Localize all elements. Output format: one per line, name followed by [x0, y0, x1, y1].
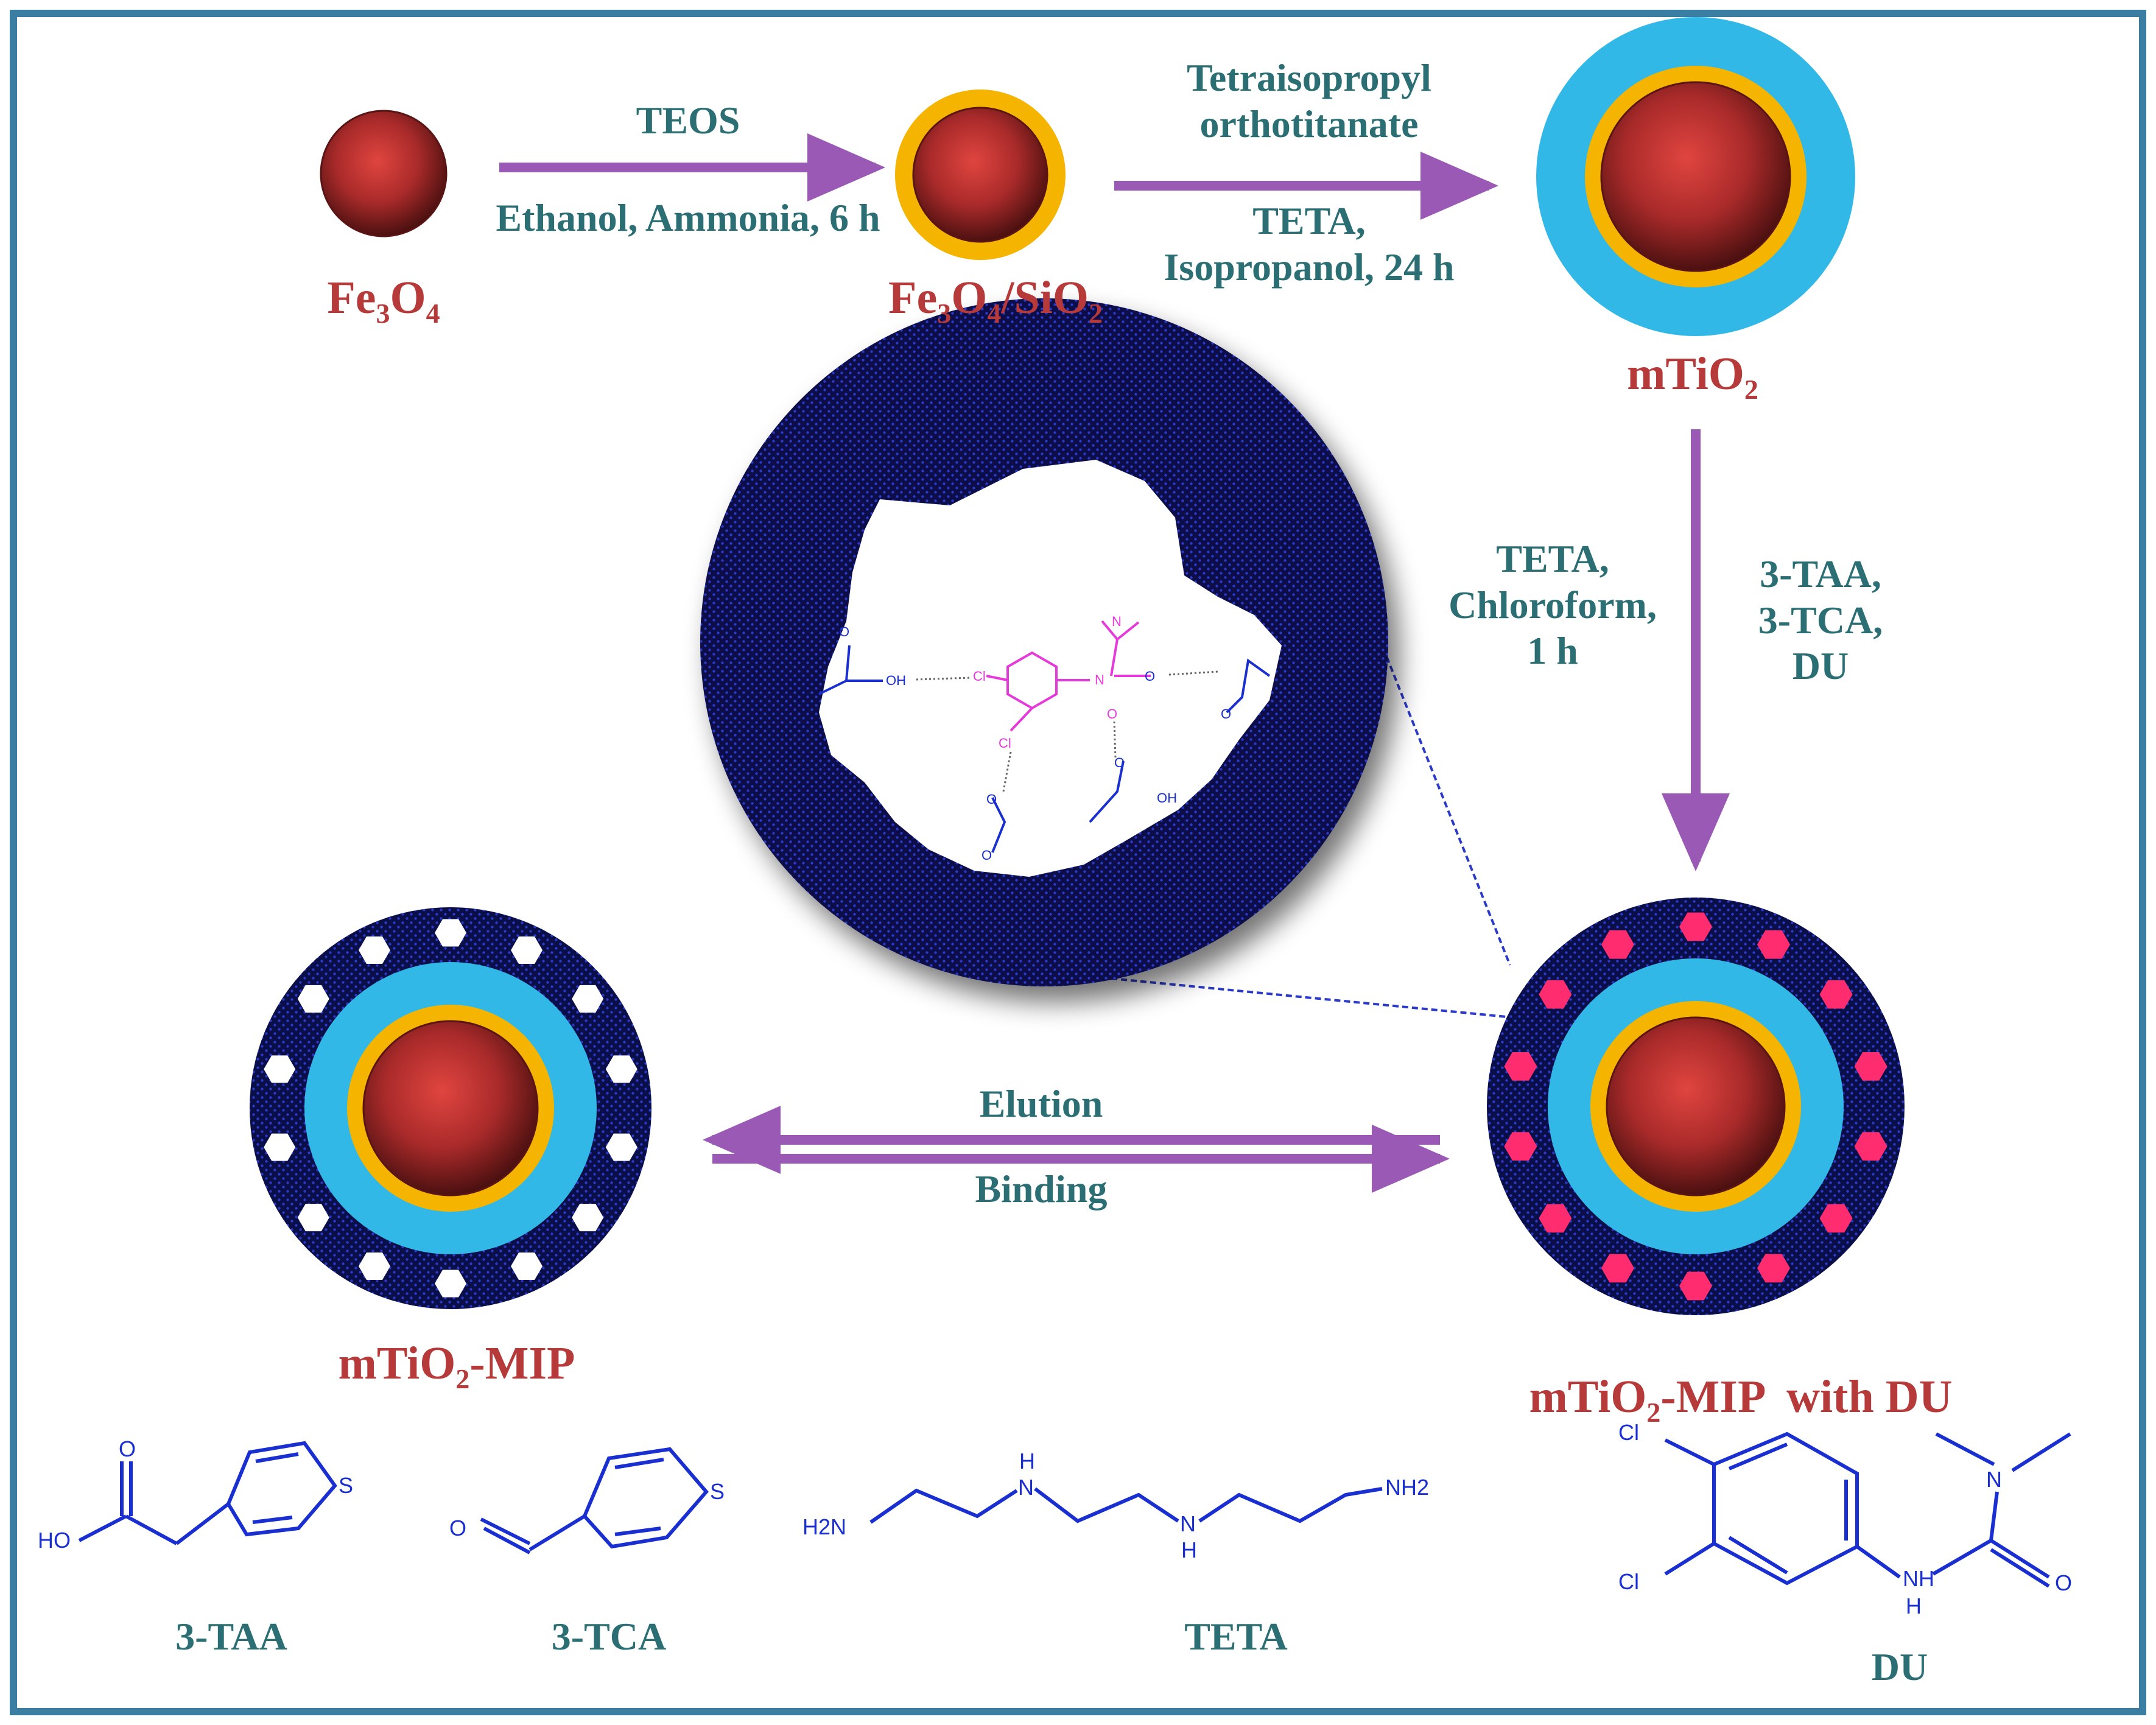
- template-hexagon-icon: [1679, 912, 1712, 941]
- zoom-atom: O: [986, 792, 997, 807]
- caption-teta: TETA: [1184, 1615, 1288, 1658]
- zoom-atom: O: [1107, 706, 1117, 722]
- atom-label: H2N: [802, 1514, 846, 1539]
- cavity-hexagon-icon: [605, 1133, 637, 1161]
- structure-3taa: [78, 1441, 337, 1545]
- template-hexagon-icon: [1601, 930, 1634, 959]
- atom-label: NH2: [1385, 1475, 1429, 1500]
- template-hexagon-icon: [1504, 1132, 1537, 1161]
- template-hexagon-icon: [1854, 1052, 1887, 1081]
- label-mtio2: mTiO2: [1627, 348, 1758, 406]
- cavity-hexagon-icon: [435, 919, 466, 947]
- zoom-atom: N: [1095, 672, 1104, 687]
- zoom-atom: N: [1112, 614, 1122, 629]
- cavity-hexagon-icon: [511, 1252, 543, 1280]
- mtio2-particle: [1536, 17, 1855, 336]
- cavity-hexagon-icon: [297, 985, 329, 1013]
- step3-monomers: 3-TAA,3-TCA,DU: [1758, 552, 1883, 688]
- zoom-guide-line: [1004, 967, 1508, 1018]
- cavity-hexagon-icon: [264, 1133, 296, 1161]
- elution-label: Elution: [979, 1082, 1103, 1125]
- template-hexagon-icon: [1757, 930, 1790, 959]
- atom-label: N: [1018, 1475, 1034, 1500]
- template-hexagon-icon: [1504, 1052, 1537, 1081]
- atom-label: Cl: [1618, 1569, 1639, 1594]
- template-hexagon-icon: [1539, 1204, 1572, 1233]
- label-mip: mTiO2-MIP: [338, 1338, 575, 1395]
- cavity-hexagons: [264, 919, 637, 1298]
- atom-label: N: [1180, 1511, 1196, 1536]
- cavity-hexagon-icon: [359, 936, 390, 964]
- step1-conditions: Ethanol, Ammonia, 6 h: [496, 196, 880, 239]
- step1-reagent: TEOS: [636, 99, 740, 142]
- step3-crosslinker: TETA,Chloroform,1 h: [1448, 537, 1657, 673]
- structure-teta: [869, 1487, 1383, 1524]
- caption-3taa: 3-TAA: [175, 1615, 287, 1658]
- atom-label: NH: [1903, 1566, 1934, 1591]
- cavity-hexagon-icon: [297, 1204, 329, 1232]
- atom-label: Cl: [1618, 1420, 1639, 1445]
- zoom-atom: O: [839, 624, 849, 639]
- label-fe3o4: Fe3O4: [327, 272, 440, 329]
- template-hexagon-icon: [1679, 1271, 1712, 1301]
- figure-frame: [10, 10, 2146, 1715]
- atom-label: S: [710, 1479, 725, 1504]
- cavity-hexagon-icon: [605, 1055, 637, 1083]
- cavity-hexagon-icon: [511, 936, 543, 964]
- template-hexagon-icon: [1819, 1204, 1853, 1233]
- cavity-hexagon-icon: [572, 1204, 604, 1232]
- imprinted-cavity: [819, 460, 1282, 877]
- zoom-atom: O: [1221, 706, 1231, 722]
- template-hexagon-icon: [1601, 1254, 1634, 1283]
- step2-conditions: TETA,Isopropanol, 24 h: [1164, 199, 1455, 289]
- cavity-hexagon-icon: [435, 1270, 466, 1298]
- atom-label: O: [2055, 1570, 2072, 1595]
- zoom-atom: OH: [886, 673, 906, 688]
- cavity-hexagon-icon: [572, 985, 604, 1013]
- zoom-atom: Cl: [973, 669, 986, 684]
- binding-label: Binding: [975, 1167, 1108, 1210]
- atom-label: H: [1019, 1449, 1035, 1474]
- cavity-hexagon-icon: [264, 1055, 296, 1083]
- atom-label: O: [449, 1516, 466, 1541]
- template-hexagons: [1504, 912, 1887, 1301]
- atom-label: H: [1906, 1593, 1922, 1618]
- template-hexagon-icon: [1539, 980, 1572, 1009]
- zoom-atom: OH: [1157, 790, 1177, 806]
- atom-label: H: [1181, 1537, 1197, 1562]
- cavity-hexagon-icon: [359, 1252, 390, 1280]
- zoom-inset: N N O Cl Cl O OH O O O O O OH: [700, 298, 1388, 986]
- zoom-atom: O: [1114, 755, 1125, 770]
- fe3o4-sio2-particle: [895, 90, 1066, 260]
- label-mip-du: mTiO2-MIP with DU: [1529, 1371, 1953, 1428]
- label-fe3o4-sio2: Fe3O4/SiO2: [888, 272, 1103, 329]
- zoom-atom: O: [981, 848, 992, 863]
- atom-label: N: [1986, 1467, 2002, 1492]
- template-hexagon-icon: [1819, 980, 1853, 1009]
- template-hexagon-icon: [1757, 1254, 1790, 1283]
- mip-particle: [250, 907, 651, 1309]
- atom-label: O: [119, 1436, 136, 1461]
- structure-3tca: [480, 1447, 709, 1555]
- atom-label: HO: [38, 1528, 71, 1553]
- mip-du-particle: [1487, 898, 1905, 1315]
- caption-du: DU: [1871, 1645, 1928, 1688]
- zoom-atom: O: [1145, 669, 1155, 684]
- fe3o4-particle: [320, 110, 448, 237]
- caption-3tca: 3-TCA: [551, 1615, 667, 1658]
- template-hexagon-icon: [1854, 1132, 1887, 1161]
- zoom-atom: Cl: [999, 736, 1011, 751]
- atom-label: S: [339, 1473, 353, 1498]
- structure-du: [1664, 1432, 2071, 1588]
